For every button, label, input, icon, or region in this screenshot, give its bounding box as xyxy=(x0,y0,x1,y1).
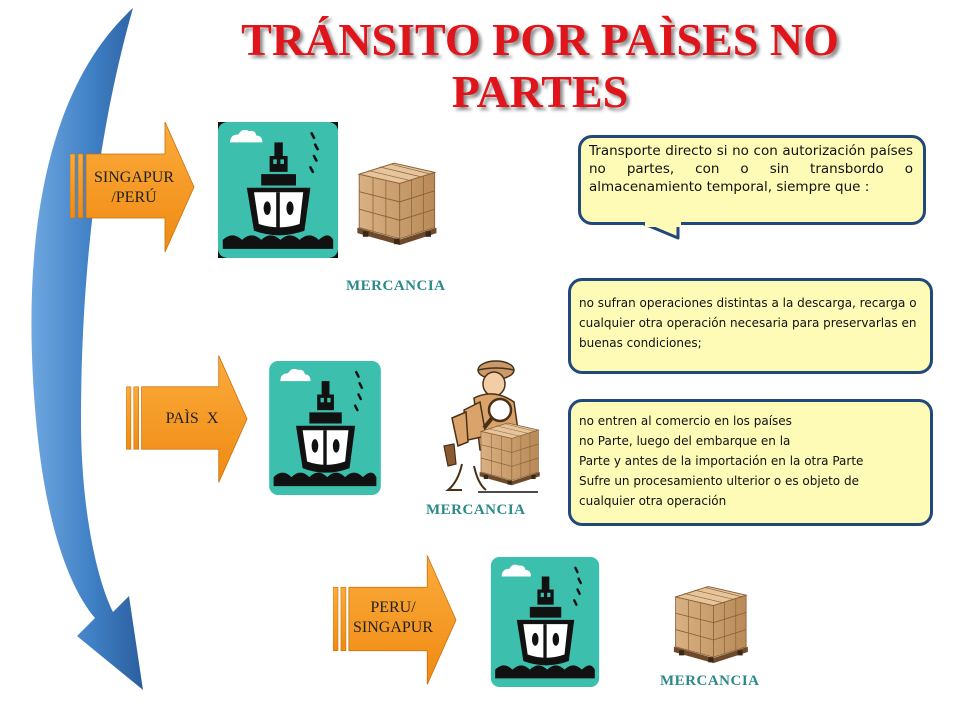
condition-2-line-1: no entren al comercio en los países xyxy=(579,414,792,428)
flow-curved-arrow-icon xyxy=(31,8,143,690)
ship-icon xyxy=(263,361,387,495)
route-label-1: SINGAPUR /PERÚ xyxy=(84,168,184,208)
route-label-1-line1: SINGAPUR xyxy=(93,169,174,186)
route-label-2: PAÌS X xyxy=(165,410,219,427)
condition-box-2: no entren al comercio en los países no P… xyxy=(568,399,933,526)
boxes-pallet-icon xyxy=(666,578,754,664)
callout-pointer-fill xyxy=(645,219,681,227)
cargo-label-1: MERCANCIA xyxy=(346,278,446,294)
ship-icon xyxy=(218,122,338,258)
cargo-label-3: MERCANCIA xyxy=(660,673,760,689)
intro-callout: Transporte directo si no con autorizació… xyxy=(578,135,926,225)
route-label-3-line1: PERU/ xyxy=(370,599,416,616)
page-title: TRÁNSITO POR PAÌSES NO PARTES xyxy=(241,14,839,117)
route-label-1-line2: /PERÚ xyxy=(111,189,157,206)
condition-2-line-5: cualquier otra operación xyxy=(579,494,727,508)
route-label-3-line2: SINGAPUR xyxy=(352,619,433,636)
boxes-pallet-icon xyxy=(350,150,442,250)
ship-icon xyxy=(484,557,606,687)
route-label-3: PERU/ SINGAPUR xyxy=(340,598,446,638)
cargo-label-2: MERCANCIA xyxy=(426,502,526,518)
condition-2-line-2: no Parte, luego del embarque en la xyxy=(579,434,791,448)
condition-box-1: no sufran operaciones distintas a la des… xyxy=(568,278,933,374)
condition-2-line-4: Sufre un procesamiento ulterior o es obj… xyxy=(579,474,859,488)
condition-2-line-3: Parte y antes de la importación en la ot… xyxy=(579,454,864,468)
boxes-pallet-icon xyxy=(474,410,544,492)
